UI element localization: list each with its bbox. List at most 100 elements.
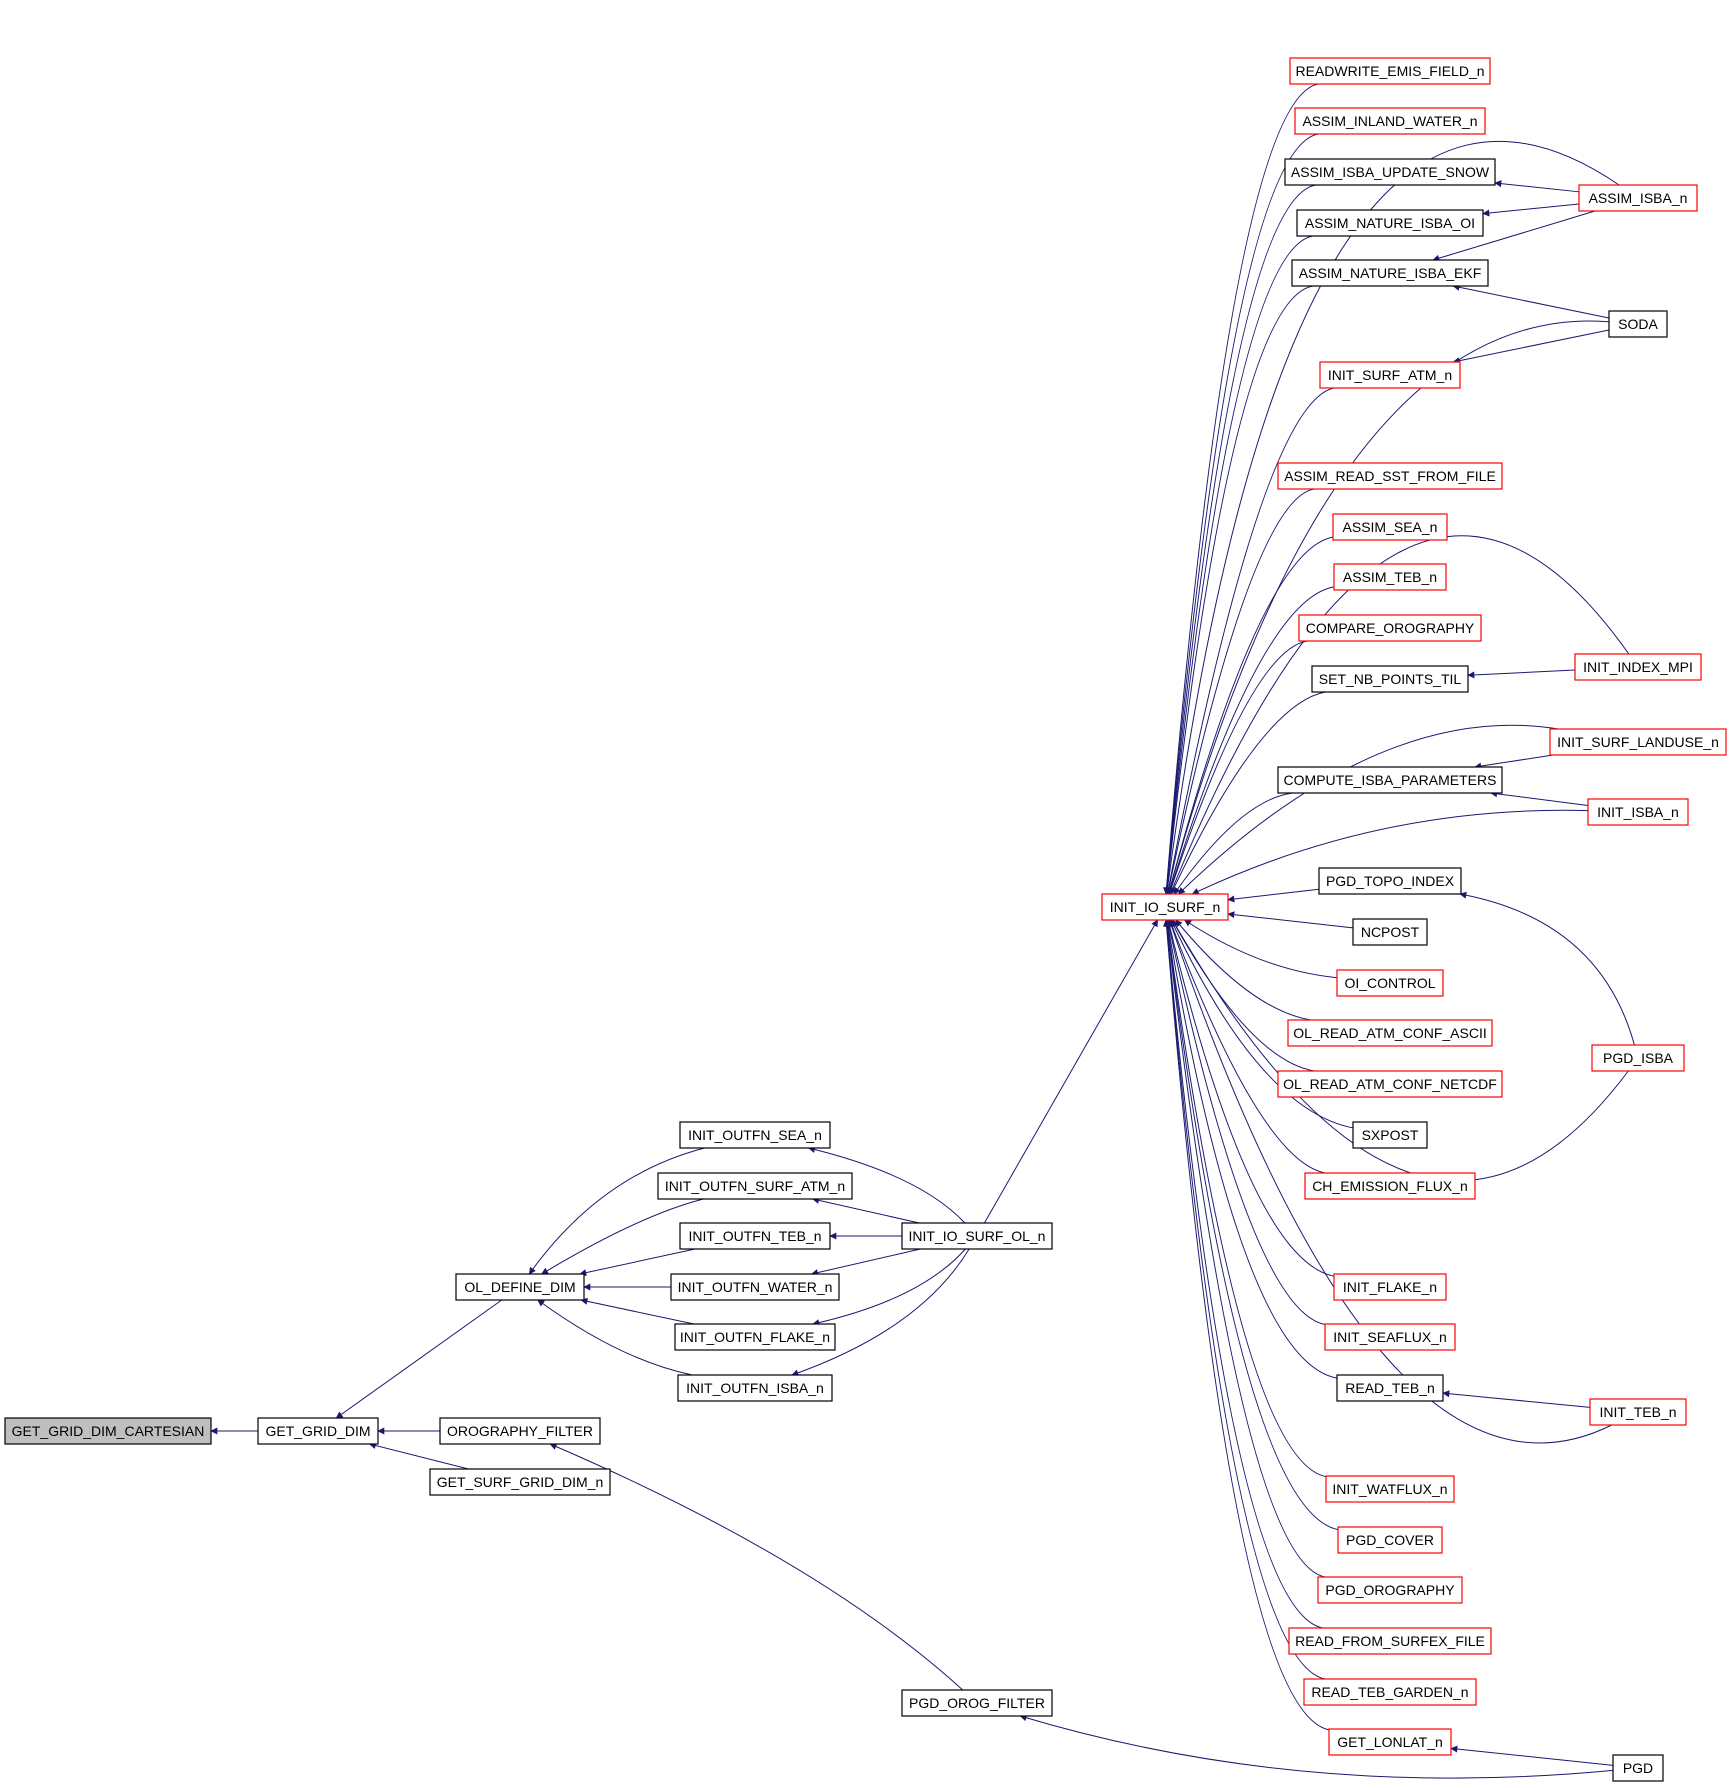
node-compare-orography[interactable]: COMPARE_OROGRAPHY bbox=[1298, 614, 1482, 642]
node-orography-filter[interactable]: OROGRAPHY_FILTER bbox=[439, 1417, 601, 1445]
edge-pgd-to-get_lonlat_n bbox=[1450, 1745, 1614, 1766]
node-label: INIT_OUTFN_SURF_ATM_n bbox=[665, 1178, 845, 1194]
node-label: INIT_SEAFLUX_n bbox=[1333, 1329, 1447, 1345]
node-init-outfn-teb-n[interactable]: INIT_OUTFN_TEB_n bbox=[679, 1222, 831, 1250]
node-box bbox=[1296, 209, 1484, 237]
node-assim-nature-isba-oi[interactable]: ASSIM_NATURE_ISBA_OI bbox=[1296, 209, 1484, 237]
node-label: PGD_OROGRAPHY bbox=[1325, 1582, 1455, 1598]
node-read-from-surfex-file[interactable]: READ_FROM_SURFEX_FILE bbox=[1288, 1627, 1492, 1655]
node-ncpost[interactable]: NCPOST bbox=[1352, 918, 1428, 946]
node-compute-isba-parameters[interactable]: COMPUTE_ISBA_PARAMETERS bbox=[1277, 766, 1503, 794]
node-label: OI_CONTROL bbox=[1344, 975, 1435, 991]
node-pgd-orography[interactable]: PGD_OROGRAPHY bbox=[1317, 1576, 1463, 1604]
edge-init_teb_n-to-read_teb_n bbox=[1442, 1390, 1591, 1408]
edge-pgd_cover-to-init_io_surf_n bbox=[1163, 919, 1339, 1531]
node-init-outfn-isba-n[interactable]: INIT_OUTFN_ISBA_n bbox=[677, 1374, 833, 1402]
node-readwrite-emis-field-n[interactable]: READWRITE_EMIS_FIELD_n bbox=[1289, 57, 1491, 85]
edge-init_io_surf_ol_n-to-init_outfn_sea_n bbox=[807, 1146, 966, 1224]
node-init-outfn-sea-n[interactable]: INIT_OUTFN_SEA_n bbox=[679, 1121, 831, 1149]
node-label: ASSIM_TEB_n bbox=[1343, 569, 1437, 585]
node-ol-define-dim[interactable]: OL_DEFINE_DIM bbox=[455, 1273, 585, 1301]
node-soda[interactable]: SODA bbox=[1608, 310, 1668, 338]
edge-assim_nature_isba_oi-to-init_io_surf_n bbox=[1163, 235, 1314, 895]
node-init-teb-n[interactable]: INIT_TEB_n bbox=[1589, 1398, 1687, 1426]
node-get-surf-grid-dim-n[interactable]: GET_SURF_GRID_DIM_n bbox=[429, 1468, 611, 1496]
node-label: PGD_OROG_FILTER bbox=[909, 1695, 1045, 1711]
edge-init_surf_landuse_n-to-compute_isba_parameters bbox=[1474, 754, 1554, 770]
node-assim-read-sst-from-file[interactable]: ASSIM_READ_SST_FROM_FILE bbox=[1277, 462, 1503, 490]
edge-pgd_orography-to-init_io_surf_n bbox=[1163, 919, 1326, 1578]
node-get-grid-dim-cartesian[interactable]: GET_GRID_DIM_CARTESIAN bbox=[4, 1417, 212, 1445]
edge-init_io_surf_ol_n-to-init_io_surf_n bbox=[983, 919, 1159, 1224]
node-pgd-orog-filter[interactable]: PGD_OROG_FILTER bbox=[901, 1689, 1053, 1717]
node-box bbox=[1294, 107, 1486, 135]
edge-init_surf_atm_n-to-init_io_surf_n bbox=[1165, 387, 1334, 895]
edge-sxpost-to-init_io_surf_n bbox=[1170, 919, 1354, 1129]
node-get-grid-dim[interactable]: GET_GRID_DIM bbox=[257, 1417, 379, 1445]
node-label: INIT_OUTFN_WATER_n bbox=[678, 1279, 833, 1295]
node-pgd[interactable]: PGD bbox=[1612, 1754, 1664, 1782]
node-box bbox=[1333, 563, 1447, 591]
node-box bbox=[1277, 766, 1503, 794]
node-assim-sea-n[interactable]: ASSIM_SEA_n bbox=[1332, 513, 1448, 541]
node-box bbox=[1578, 184, 1698, 212]
node-ol-read-atm-conf-ascii[interactable]: OL_READ_ATM_CONF_ASCII bbox=[1287, 1019, 1493, 1047]
node-label: NCPOST bbox=[1361, 924, 1420, 940]
node-oi-control[interactable]: OI_CONTROL bbox=[1336, 969, 1444, 997]
node-box bbox=[1311, 665, 1469, 693]
edge-soda-to-init_surf_atm_n bbox=[1452, 329, 1610, 365]
node-init-surf-landuse-n[interactable]: INIT_SURF_LANDUSE_n bbox=[1549, 728, 1727, 756]
node-assim-nature-isba-ekf[interactable]: ASSIM_NATURE_ISBA_EKF bbox=[1291, 259, 1489, 287]
node-ch-emission-flux-n[interactable]: CH_EMISSION_FLUX_n bbox=[1304, 1172, 1476, 1200]
node-box bbox=[1298, 614, 1482, 642]
node-read-teb-n[interactable]: READ_TEB_n bbox=[1336, 1374, 1444, 1402]
node-assim-teb-n[interactable]: ASSIM_TEB_n bbox=[1333, 563, 1447, 591]
node-pgd-cover[interactable]: PGD_COVER bbox=[1337, 1526, 1443, 1554]
node-box bbox=[1101, 893, 1229, 921]
node-init-flake-n[interactable]: INIT_FLAKE_n bbox=[1333, 1273, 1447, 1301]
node-init-watflux-n[interactable]: INIT_WATFLUX_n bbox=[1325, 1475, 1455, 1503]
edge-get_surf_grid_dim_n-to-get_grid_dim bbox=[368, 1442, 469, 1470]
node-assim-isba-n[interactable]: ASSIM_ISBA_n bbox=[1578, 184, 1698, 212]
node-label: INIT_IO_SURF_n bbox=[1110, 899, 1220, 915]
node-label: ASSIM_NATURE_ISBA_EKF bbox=[1299, 265, 1482, 281]
node-label: INIT_SURF_ATM_n bbox=[1328, 367, 1452, 383]
node-pgd-topo-index[interactable]: PGD_TOPO_INDEX bbox=[1318, 867, 1462, 895]
node-init-io-surf-n[interactable]: INIT_IO_SURF_n bbox=[1101, 893, 1229, 921]
node-box bbox=[677, 1374, 833, 1402]
node-box bbox=[901, 1222, 1053, 1250]
node-init-io-surf-ol-n[interactable]: INIT_IO_SURF_OL_n bbox=[901, 1222, 1053, 1250]
node-label: CH_EMISSION_FLUX_n bbox=[1312, 1178, 1468, 1194]
node-label: INIT_OUTFN_ISBA_n bbox=[686, 1380, 824, 1396]
node-box bbox=[1328, 1728, 1452, 1756]
node-init-surf-atm-n[interactable]: INIT_SURF_ATM_n bbox=[1319, 361, 1461, 389]
node-box bbox=[1319, 361, 1461, 389]
node-init-outfn-surf-atm-n[interactable]: INIT_OUTFN_SURF_ATM_n bbox=[657, 1172, 853, 1200]
node-init-outfn-flake-n[interactable]: INIT_OUTFN_FLAKE_n bbox=[674, 1323, 836, 1351]
node-box bbox=[1324, 1323, 1456, 1351]
node-assim-inland-water-n[interactable]: ASSIM_INLAND_WATER_n bbox=[1294, 107, 1486, 135]
node-init-isba-n[interactable]: INIT_ISBA_n bbox=[1587, 798, 1689, 826]
node-box bbox=[455, 1273, 585, 1301]
node-label: GET_SURF_GRID_DIM_n bbox=[437, 1474, 603, 1490]
node-pgd-isba[interactable]: PGD_ISBA bbox=[1591, 1044, 1685, 1072]
node-get-lonlat-n[interactable]: GET_LONLAT_n bbox=[1328, 1728, 1452, 1756]
node-label: OL_READ_ATM_CONF_ASCII bbox=[1293, 1025, 1486, 1041]
node-sxpost[interactable]: SXPOST bbox=[1352, 1121, 1428, 1149]
node-ol-read-atm-conf-netcdf[interactable]: OL_READ_ATM_CONF_NETCDF bbox=[1277, 1070, 1503, 1098]
node-init-index-mpi[interactable]: INIT_INDEX_MPI bbox=[1574, 653, 1702, 681]
node-box bbox=[1289, 57, 1491, 85]
node-set-nb-points-til[interactable]: SET_NB_POINTS_TIL bbox=[1311, 665, 1469, 693]
node-box bbox=[1336, 969, 1444, 997]
node-read-teb-garden-n[interactable]: READ_TEB_GARDEN_n bbox=[1303, 1678, 1477, 1706]
node-label: INIT_WATFLUX_n bbox=[1332, 1481, 1447, 1497]
node-label: COMPUTE_ISBA_PARAMETERS bbox=[1284, 772, 1497, 788]
node-init-seaflux-n[interactable]: INIT_SEAFLUX_n bbox=[1324, 1323, 1456, 1351]
node-label: ASSIM_NATURE_ISBA_OI bbox=[1305, 215, 1475, 231]
node-box bbox=[1277, 1070, 1503, 1098]
node-assim-isba-update-snow[interactable]: ASSIM_ISBA_UPDATE_SNOW bbox=[1284, 158, 1496, 186]
node-init-outfn-water-n[interactable]: INIT_OUTFN_WATER_n bbox=[670, 1273, 840, 1301]
edge-assim_isba_n-to-assim_nature_isba_oi bbox=[1482, 203, 1580, 217]
node-box bbox=[1291, 259, 1489, 287]
node-box bbox=[1318, 867, 1462, 895]
